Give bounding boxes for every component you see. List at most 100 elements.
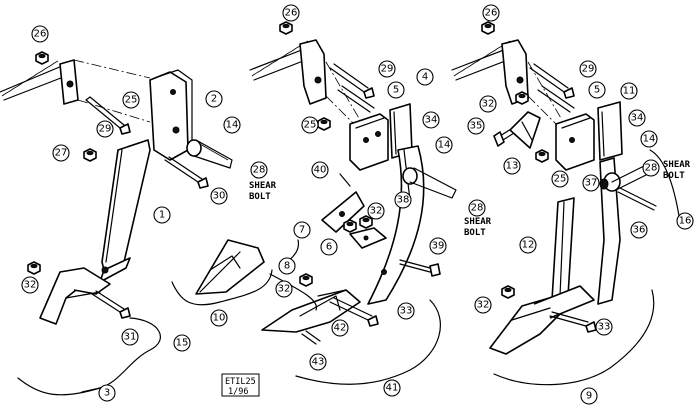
shear-bolt-note-middle-line1: SHEAR	[464, 217, 492, 227]
svg-text:32: 32	[477, 300, 490, 311]
callout-43: 43	[309, 353, 327, 371]
callout-11: 11	[620, 82, 638, 100]
svg-text:2: 2	[211, 94, 217, 105]
svg-text:26: 26	[285, 8, 298, 19]
callout-35: 35	[467, 117, 485, 135]
callout-40: 40	[311, 161, 329, 179]
callout-29c: 29	[579, 60, 597, 78]
svg-text:8: 8	[284, 261, 290, 272]
svg-text:28: 28	[471, 203, 484, 214]
bracket-11	[597, 101, 623, 161]
svg-text:29: 29	[582, 64, 595, 75]
callout-8: 8	[278, 257, 296, 275]
callout-39: 39	[429, 237, 447, 255]
callout-28c: 28	[642, 159, 660, 177]
callout-12: 12	[519, 236, 537, 254]
callout-4: 4	[416, 68, 434, 86]
svg-text:29: 29	[99, 124, 112, 135]
callout-37: 37	[582, 174, 600, 192]
svg-text:28: 28	[645, 163, 658, 174]
stamp-line2: 1/96	[228, 387, 248, 397]
callout-33b: 33	[397, 302, 415, 320]
svg-text:43: 43	[312, 357, 325, 368]
callout-32c: 32	[275, 280, 293, 298]
callout-30: 30	[210, 187, 228, 205]
callout-34b: 34	[422, 111, 440, 129]
callout-41: 41	[383, 379, 401, 397]
svg-text:5: 5	[594, 85, 600, 96]
bolt-33-middle	[329, 297, 379, 327]
callout-31: 31	[121, 328, 139, 346]
callout-42: 42	[331, 319, 349, 337]
assembly-9	[451, 21, 681, 386]
svg-text:14: 14	[438, 140, 451, 151]
svg-text:33: 33	[400, 306, 413, 317]
svg-text:42: 42	[334, 323, 347, 334]
svg-text:27: 27	[55, 148, 68, 159]
svg-text:32: 32	[278, 284, 291, 295]
shear-bolt-note-left-line1: SHEAR	[249, 181, 277, 191]
svg-text:39: 39	[432, 241, 445, 252]
callout-3: 3	[98, 384, 116, 402]
callout-6: 6	[320, 238, 338, 256]
callout-15: 15	[173, 334, 191, 352]
svg-text:31: 31	[124, 332, 137, 343]
svg-text:36: 36	[633, 225, 646, 236]
bolt-42	[301, 330, 321, 345]
svg-text:34: 34	[425, 115, 438, 126]
svg-text:26: 26	[485, 8, 498, 19]
svg-text:10: 10	[213, 313, 226, 324]
toolbar-beam-right	[451, 39, 563, 131]
svg-text:15: 15	[176, 338, 189, 349]
callout-26c: 26	[482, 4, 500, 22]
shear-bolt-note-left-line2: BOLT	[249, 192, 271, 202]
point-41	[261, 289, 361, 333]
svg-text:7: 7	[299, 225, 305, 236]
shank-12	[551, 197, 575, 301]
svg-text:28: 28	[253, 165, 266, 176]
shank-1	[99, 139, 151, 283]
callout-29b: 29	[378, 60, 396, 78]
svg-text:40: 40	[314, 165, 327, 176]
callout-26a: 26	[31, 25, 49, 43]
callout-7: 7	[293, 221, 311, 239]
drawing-stamp: ETIL25 1/96	[221, 373, 260, 397]
svg-text:9: 9	[586, 391, 592, 402]
svg-text:6: 6	[326, 242, 332, 253]
svg-text:14: 14	[643, 134, 656, 145]
callout-29a: 29	[96, 120, 114, 138]
callout-2: 2	[205, 90, 223, 108]
callout-25c: 25	[551, 170, 569, 188]
callout-5b: 5	[387, 81, 405, 99]
svg-text:41: 41	[386, 383, 399, 394]
svg-text:12: 12	[522, 240, 535, 251]
callout-36: 36	[630, 221, 648, 239]
svg-text:13: 13	[506, 161, 519, 172]
bracket-5-right	[555, 113, 595, 171]
shear-bolt-note-right-line2: BOLT	[663, 171, 685, 181]
callout-14c: 14	[640, 130, 658, 148]
svg-text:14: 14	[226, 120, 239, 131]
toolbar-beam-middle	[249, 39, 361, 131]
point-9	[489, 285, 595, 355]
shear-bolt-middle	[402, 167, 457, 199]
svg-text:1: 1	[159, 210, 165, 221]
svg-text:25: 25	[304, 120, 317, 131]
svg-text:32: 32	[482, 99, 495, 110]
bolt-31	[91, 290, 131, 319]
svg-text:11: 11	[623, 86, 636, 97]
deflector-13	[509, 111, 541, 149]
shear-bolt-left	[186, 139, 233, 169]
bolt-29-right	[529, 63, 575, 113]
callout-33c: 33	[595, 318, 613, 336]
svg-text:29: 29	[381, 64, 394, 75]
svg-text:32: 32	[24, 280, 37, 291]
point-10	[171, 239, 273, 306]
shear-bolt-note-right-line1: SHEAR	[663, 160, 691, 170]
callout-5c: 5	[588, 81, 606, 99]
svg-text:26: 26	[34, 29, 47, 40]
callout-34c: 34	[628, 109, 646, 127]
point-3	[39, 267, 111, 325]
stamp-line1: ETIL25	[225, 377, 256, 387]
